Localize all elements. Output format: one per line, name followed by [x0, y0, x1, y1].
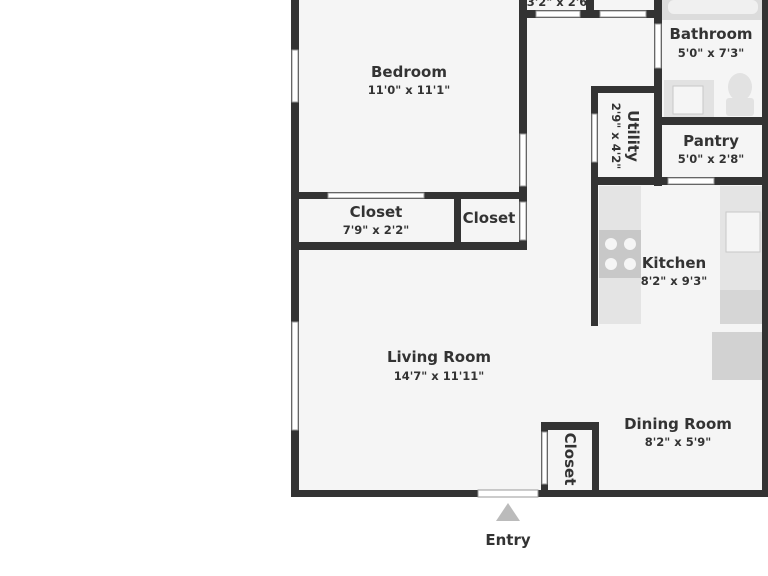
- windows: [291, 10, 715, 498]
- wall: [654, 117, 768, 125]
- wall: [592, 422, 599, 497]
- utility-label: Utility 2'9" x 4'2": [609, 103, 642, 169]
- stove-burner: [605, 258, 617, 270]
- wall: [519, 0, 527, 250]
- stove-burner: [624, 238, 636, 250]
- pantry-name: Pantry: [683, 132, 739, 150]
- toilet-bowl-fixture: [728, 73, 752, 101]
- wall: [454, 192, 461, 248]
- kitchen-dims: 8'2" x 9'3": [641, 274, 707, 288]
- window: [667, 177, 715, 185]
- entry-label: Entry: [485, 531, 530, 549]
- window: [291, 321, 299, 431]
- window: [327, 192, 425, 199]
- window: [591, 113, 598, 163]
- wall: [591, 86, 662, 93]
- bedroom-closet-dims: 7'9" x 2'2": [343, 223, 409, 237]
- stove-burner: [624, 258, 636, 270]
- dining-room-name: Dining Room: [624, 415, 732, 433]
- living-room-name: Living Room: [387, 348, 491, 366]
- refrigerator-fixture: [720, 290, 764, 324]
- pantry-dims: 5'0" x 2'8": [678, 152, 744, 166]
- wall: [291, 242, 527, 250]
- bedroom-name: Bedroom: [371, 63, 447, 81]
- dining-room-dims: 8'2" x 5'9": [645, 435, 711, 449]
- bathroom-name: Bathroom: [669, 25, 752, 43]
- wall: [586, 0, 594, 18]
- bathroom-dims: 5'0" x 7'3": [678, 46, 744, 60]
- toilet-tank-fixture: [726, 98, 754, 116]
- stove-burner: [605, 238, 617, 250]
- entry-closet-name: Closet: [561, 433, 579, 486]
- utility-name: Utility: [624, 110, 642, 162]
- kitchen-name: Kitchen: [642, 254, 706, 272]
- dishwasher-fixture: [712, 332, 764, 380]
- top-room-dims: 3'2" x 2'6": [527, 0, 593, 9]
- window: [654, 23, 662, 69]
- wall: [591, 86, 598, 326]
- stove-fixture: [599, 230, 641, 278]
- utility-dims: 2'9" x 4'2": [609, 103, 623, 169]
- window: [541, 431, 548, 485]
- bedroom-closet-name: Closet: [350, 203, 403, 221]
- wall: [541, 422, 599, 430]
- bathtub-inner: [668, 0, 758, 14]
- small-closet-name: Closet: [463, 209, 516, 227]
- bathroom-sink-basin: [672, 85, 704, 115]
- entry-door: [477, 489, 539, 498]
- window: [519, 133, 527, 187]
- living-room-dims: 14'7" x 11'11": [394, 369, 484, 383]
- wall: [654, 86, 662, 186]
- window: [291, 49, 299, 103]
- window: [599, 10, 647, 18]
- kitchen-sink-fixture: [725, 211, 761, 253]
- window: [519, 201, 527, 241]
- entry-arrow-icon: [496, 503, 520, 521]
- wall: [762, 0, 768, 497]
- bedroom-dims: 11'0" x 11'1": [368, 83, 450, 97]
- window: [535, 10, 581, 18]
